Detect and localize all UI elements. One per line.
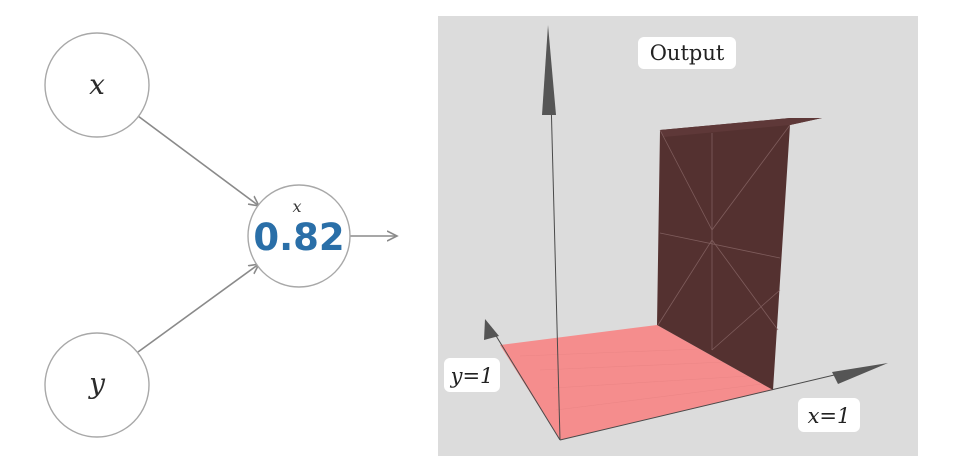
x-axis-line — [559, 366, 869, 441]
output-plot: Output y=1 x=1 — [438, 16, 918, 456]
plot-title-box: Output — [638, 37, 736, 69]
x-axis-arrowhead — [832, 363, 888, 384]
y-axis-line — [489, 325, 561, 441]
x-axis-label: x=1 — [808, 404, 851, 428]
z-axis-arrowhead — [542, 25, 556, 115]
input-node-y[interactable]: y — [44, 332, 150, 438]
input-node-x[interactable]: x — [44, 32, 150, 138]
neuron-superscript: x — [292, 197, 301, 216]
input-node-y-label: y — [87, 367, 106, 400]
edge-y-to-neuron — [137, 264, 259, 353]
axes — [484, 25, 888, 441]
floor-surface — [500, 325, 773, 440]
y-axis-label: y=1 — [450, 364, 494, 388]
input-node-x-label: x — [89, 68, 105, 101]
z-axis-line — [549, 59, 561, 441]
wall-top-lip — [660, 118, 822, 137]
edge-x-to-neuron — [137, 115, 259, 206]
y-axis-label-box: y=1 — [444, 358, 500, 392]
plot-title: Output — [650, 41, 725, 65]
neuron-value: 0.82 — [253, 216, 344, 259]
y-axis-arrowhead — [484, 319, 499, 340]
neuron-node[interactable]: x 0.82 — [247, 184, 351, 288]
x-axis-label-box: x=1 — [798, 398, 860, 432]
wall-surface — [657, 118, 822, 390]
network-diagram: x y x 0.82 — [44, 32, 397, 438]
